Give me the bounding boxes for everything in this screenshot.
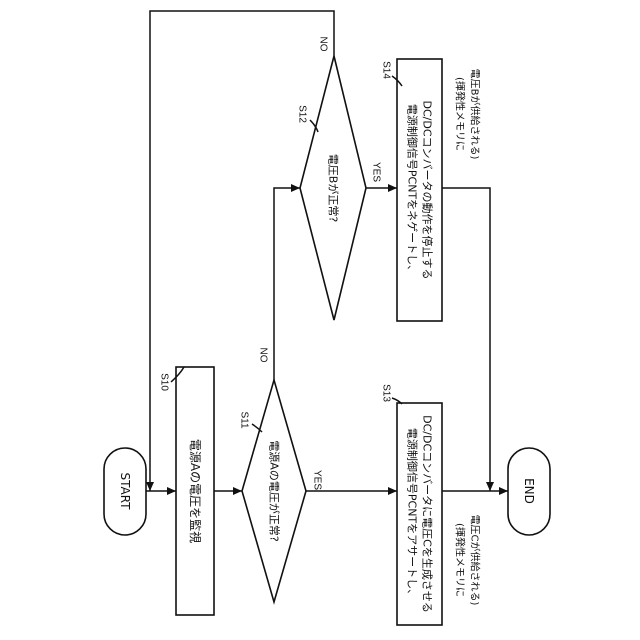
s14-step-label: S14	[381, 61, 392, 79]
start-label: START	[118, 472, 132, 510]
s11-text: 電源Aの電圧が正常?	[268, 440, 282, 542]
s14-process-box	[397, 59, 442, 321]
s11-no-label: NO	[258, 348, 269, 363]
s12-step-label: S12	[297, 105, 308, 123]
s13-text-line2: DC/DCコンバータに電圧Cを生成させる	[421, 415, 435, 613]
s13-process-box	[397, 403, 442, 625]
s11-step-label: S11	[239, 411, 250, 428]
s11-yes-label: YES	[312, 470, 323, 490]
note-voltage-c-line2: 電圧Cが供給される)	[469, 515, 482, 606]
note-voltage-c-line1: (揮発性メモリに	[454, 523, 467, 597]
s10-text: 電源Aの電圧を監視	[188, 439, 203, 543]
arrow-s14-to-end	[442, 188, 490, 491]
s12-yes-label: YES	[371, 162, 382, 182]
s12-no-label: NO	[318, 37, 329, 52]
s10-step-label: S10	[159, 373, 170, 391]
arrow-s11-no-to-s12	[274, 188, 300, 380]
s13-text-line1: 電源制御信号PCNTをアサートし、	[406, 428, 420, 600]
s12-text: 電圧Bが正常?	[327, 154, 341, 223]
s14-text-line2: DC/DCコンバータの動作を停止する	[421, 100, 435, 279]
end-label: END	[522, 478, 536, 504]
note-voltage-b-line1: (揮発性メモリに	[454, 77, 467, 151]
note-voltage-b-line2: 電圧Bが供給される)	[469, 69, 482, 160]
s13-step-label: S13	[381, 384, 392, 402]
s14-text-line1: 電源制御信号PCNTをネゲートし、	[406, 104, 420, 276]
